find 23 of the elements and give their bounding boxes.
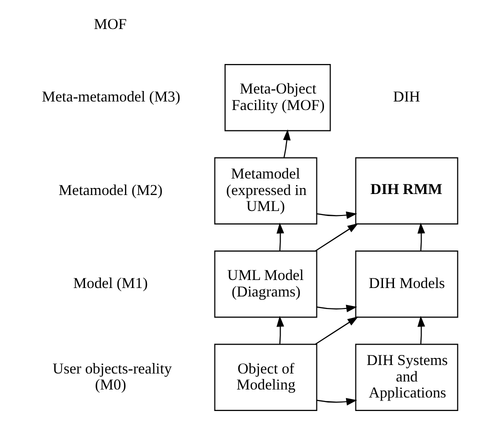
- arrow: [276, 222, 284, 251]
- arrow: [316, 398, 357, 406]
- label: MOF: [93, 16, 126, 34]
- arrow: [314, 316, 358, 345]
- arrow: [276, 316, 284, 344]
- label: User objects-reality (M0): [52, 360, 172, 394]
- label: Model (M1): [72, 275, 148, 292]
- arrow: [314, 223, 358, 252]
- arrow: [417, 316, 425, 344]
- node-box: Object of Modeling: [214, 344, 317, 411]
- node-box: DIH Systems and Applications: [354, 344, 458, 411]
- node-box: Metamodel (expressed in UML): [214, 157, 317, 225]
- node-box: DIH Models: [354, 250, 458, 318]
- arrow: [417, 222, 425, 251]
- label: Meta-metamodel (M3): [41, 88, 180, 106]
- label: Metamodel (M2): [58, 182, 162, 199]
- node-box: Meta-Object Facility (MOF): [224, 64, 330, 132]
- node-box: DIH RMM: [354, 157, 458, 225]
- arrow: [316, 304, 357, 312]
- label: DIH: [392, 88, 420, 106]
- arrow: [282, 129, 290, 158]
- arrow: [316, 211, 357, 219]
- node-box: UML Model (Diagrams): [214, 250, 317, 318]
